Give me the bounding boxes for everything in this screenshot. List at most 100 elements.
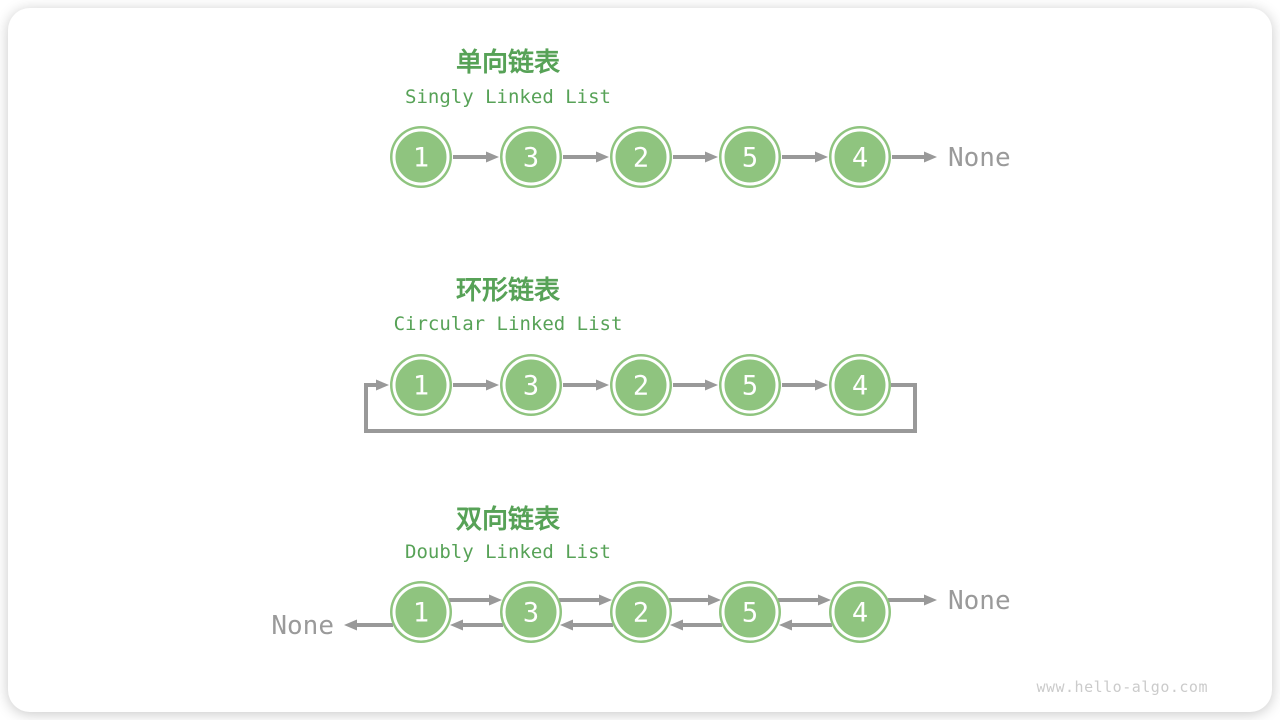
list-node: 2 bbox=[610, 581, 672, 643]
arrow-head bbox=[599, 594, 612, 606]
list-node: 3 bbox=[500, 354, 562, 416]
node-inner-ring bbox=[502, 356, 560, 414]
node-outer-circle bbox=[719, 354, 781, 416]
node-inner-ring bbox=[721, 583, 779, 641]
arrow-head bbox=[344, 619, 357, 631]
list-node: 2 bbox=[610, 126, 672, 188]
none-label: None bbox=[948, 143, 1011, 173]
section-subtitle: Singly Linked List bbox=[405, 86, 611, 108]
arrow-head bbox=[708, 594, 721, 606]
node-value: 4 bbox=[852, 371, 868, 402]
node-outer-circle bbox=[610, 581, 672, 643]
node-inner-ring bbox=[831, 128, 889, 186]
section-subtitle: Doubly Linked List bbox=[405, 541, 611, 563]
next-arrow bbox=[449, 594, 502, 606]
none-label: None bbox=[948, 586, 1011, 616]
arrow-head bbox=[596, 151, 609, 163]
list-node: 3 bbox=[500, 126, 562, 188]
node-inner-ring bbox=[612, 356, 670, 414]
node-value: 1 bbox=[413, 598, 429, 629]
node-outer-circle bbox=[500, 354, 562, 416]
node-inner-ring bbox=[612, 583, 670, 641]
node-outer-circle bbox=[390, 126, 452, 188]
arrow-head bbox=[705, 379, 718, 391]
node-outer-circle bbox=[500, 126, 562, 188]
list-node: 3 bbox=[500, 581, 562, 643]
prev-arrow bbox=[779, 619, 832, 631]
next-arrow bbox=[673, 379, 718, 391]
next-arrow bbox=[782, 151, 828, 163]
section-title: 双向链表 bbox=[456, 504, 561, 534]
arrow-head bbox=[815, 151, 828, 163]
next-arrow bbox=[453, 379, 499, 391]
arrow-head bbox=[924, 594, 937, 606]
arrow-head bbox=[489, 594, 502, 606]
node-value: 2 bbox=[633, 598, 649, 629]
section-title: 环形链表 bbox=[456, 275, 561, 305]
none-label: None bbox=[271, 611, 334, 641]
section-title: 单向链表 bbox=[456, 47, 561, 77]
next-arrow bbox=[669, 594, 721, 606]
list-node: 5 bbox=[719, 581, 781, 643]
node-outer-circle bbox=[610, 354, 672, 416]
list-node: 5 bbox=[719, 354, 781, 416]
next-arrow bbox=[559, 594, 612, 606]
node-inner-ring bbox=[721, 128, 779, 186]
node-inner-ring bbox=[392, 128, 450, 186]
next-arrow-to-none bbox=[892, 151, 937, 163]
list-node: 1 bbox=[390, 126, 452, 188]
node-outer-circle bbox=[719, 126, 781, 188]
list-node: 4 bbox=[829, 354, 891, 416]
circular-loop-line bbox=[364, 383, 917, 433]
node-outer-circle bbox=[390, 354, 452, 416]
prev-arrow bbox=[450, 619, 503, 631]
node-inner-ring bbox=[392, 583, 450, 641]
watermark: www.hello-algo.com bbox=[1036, 678, 1208, 696]
next-arrow bbox=[673, 151, 718, 163]
section-subtitle: Circular Linked List bbox=[394, 313, 623, 335]
list-node: 2 bbox=[610, 354, 672, 416]
node-outer-circle bbox=[500, 581, 562, 643]
list-node: 4 bbox=[829, 126, 891, 188]
arrow-head bbox=[924, 151, 937, 163]
arrow-head bbox=[486, 151, 499, 163]
node-value: 3 bbox=[523, 371, 539, 402]
list-node: 1 bbox=[390, 581, 452, 643]
arrow-head bbox=[815, 379, 828, 391]
node-value: 3 bbox=[523, 598, 539, 629]
arrow-head bbox=[779, 619, 792, 631]
next-arrow bbox=[782, 379, 828, 391]
next-arrow bbox=[778, 594, 831, 606]
prev-arrow bbox=[560, 619, 613, 631]
next-arrow bbox=[453, 151, 499, 163]
arrow-head bbox=[450, 619, 463, 631]
circular-loop-arrow-head bbox=[376, 379, 389, 391]
node-value: 2 bbox=[633, 143, 649, 174]
node-inner-ring bbox=[831, 356, 889, 414]
node-inner-ring bbox=[392, 356, 450, 414]
arrow-head bbox=[486, 379, 499, 391]
section-circular: 环形链表 Circular Linked List 1 3 2 5 4 bbox=[364, 275, 917, 433]
node-outer-circle bbox=[610, 126, 672, 188]
list-node: 1 bbox=[390, 354, 452, 416]
node-value: 1 bbox=[413, 143, 429, 174]
node-value: 5 bbox=[742, 371, 758, 402]
prev-arrow-to-none bbox=[344, 619, 393, 631]
arrow-head bbox=[670, 619, 683, 631]
arrow-head bbox=[818, 594, 831, 606]
node-value: 1 bbox=[413, 371, 429, 402]
node-outer-circle bbox=[829, 354, 891, 416]
node-inner-ring bbox=[612, 128, 670, 186]
arrow-head bbox=[560, 619, 573, 631]
arrow-head bbox=[705, 151, 718, 163]
node-value: 3 bbox=[523, 143, 539, 174]
node-outer-circle bbox=[390, 581, 452, 643]
node-inner-ring bbox=[721, 356, 779, 414]
node-value: 4 bbox=[852, 598, 868, 629]
next-arrow-to-none bbox=[888, 594, 937, 606]
list-node: 4 bbox=[829, 581, 891, 643]
